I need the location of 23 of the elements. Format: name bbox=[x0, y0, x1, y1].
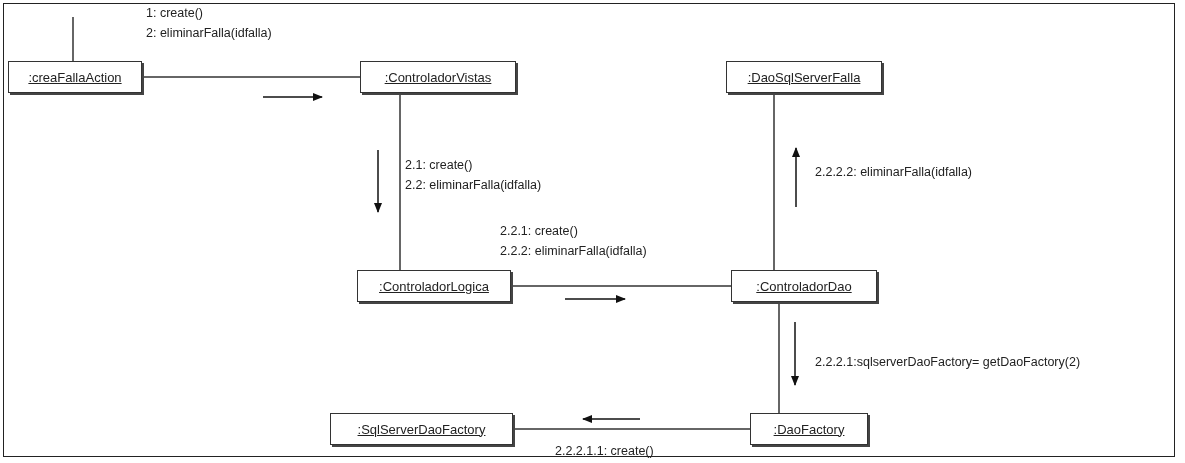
object-box: :DaoFactory bbox=[750, 413, 868, 445]
message-label: 2.2: eliminarFalla(idfalla) bbox=[405, 178, 542, 193]
link-line bbox=[72, 16, 74, 62]
object-box: :ControladorVistas bbox=[360, 61, 516, 93]
link-line bbox=[778, 301, 780, 414]
link-line bbox=[512, 428, 751, 430]
object-box: :SqlServerDaoFactory bbox=[330, 413, 513, 445]
link-line bbox=[773, 92, 775, 271]
object-box: :ControladorLogica bbox=[357, 270, 511, 302]
message-label: 2.2.2.1.1: create() bbox=[555, 444, 654, 459]
message-label: 1: create() bbox=[146, 6, 203, 21]
message-label: 2.2.1: create() bbox=[500, 224, 578, 239]
object-box: :DaoSqlServerFalla bbox=[726, 61, 882, 93]
link-line bbox=[399, 92, 401, 271]
message-label: 2.2.2.2: eliminarFalla(idfalla) bbox=[815, 165, 972, 180]
message-label: 2.2.2.1:sqlserverDaoFactory= getDaoFactory(2) bbox=[815, 355, 1081, 370]
message-label: 2: eliminarFalla(idfalla) bbox=[146, 26, 272, 41]
object-box: :creaFallaAction bbox=[8, 61, 142, 93]
link-line bbox=[141, 76, 361, 78]
link-line bbox=[510, 285, 732, 287]
object-box: :ControladorDao bbox=[731, 270, 877, 302]
message-label: 2.2.2: eliminarFalla(idfalla) bbox=[500, 244, 647, 259]
message-label: 2.1: create() bbox=[405, 158, 473, 173]
